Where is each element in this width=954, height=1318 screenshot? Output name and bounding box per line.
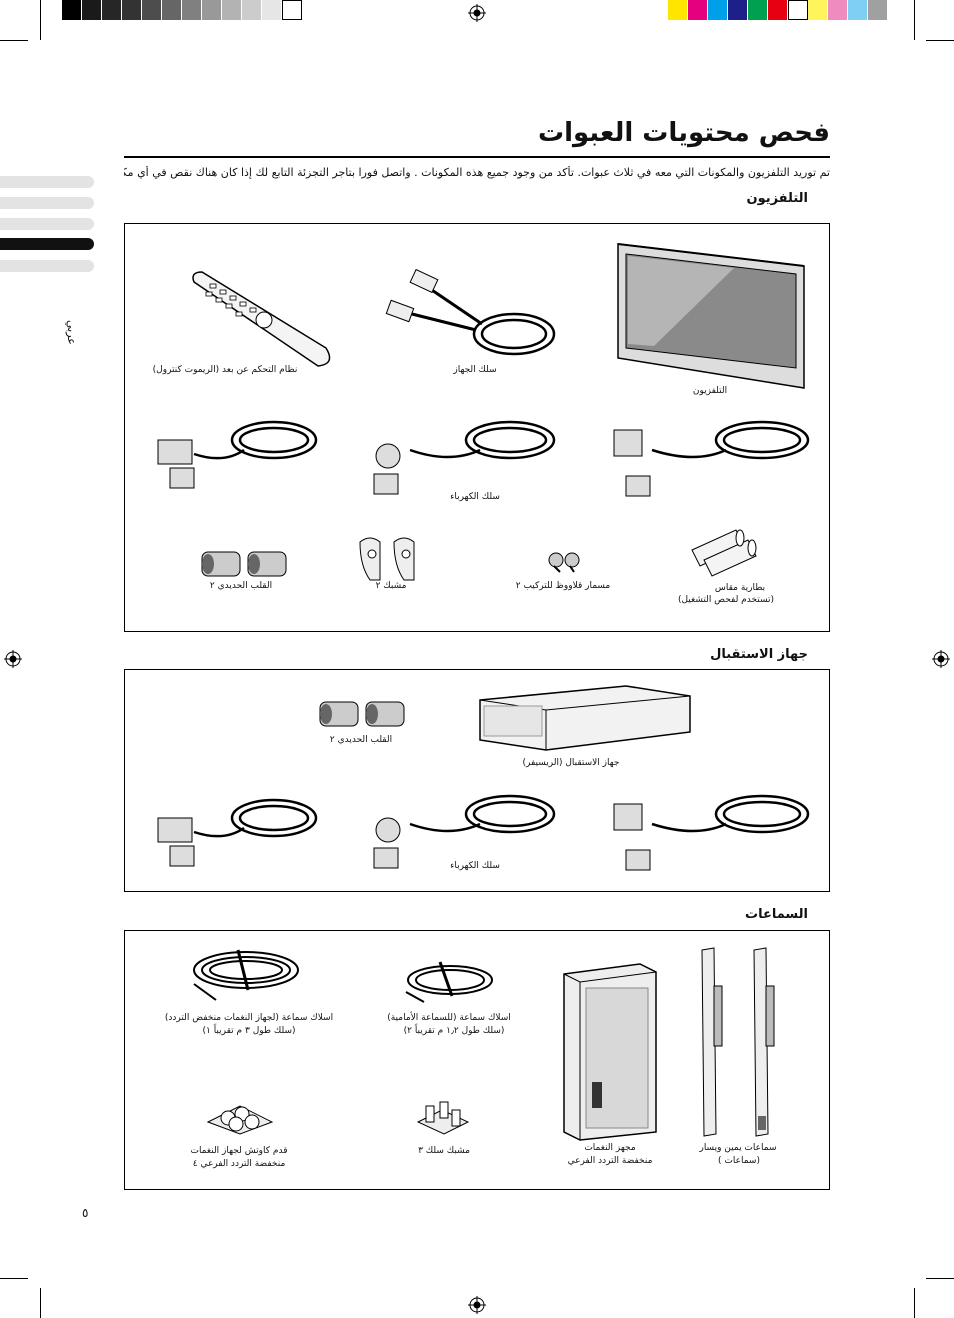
screws-image	[548, 552, 580, 573]
caption-ferrite-core: القلب الحديدي ٢	[329, 735, 393, 745]
color-swatch	[202, 0, 222, 20]
remote-control-image	[192, 271, 331, 367]
registration-mark-icon	[932, 650, 950, 668]
crop-mark	[914, 0, 915, 40]
color-swatch	[728, 0, 748, 20]
caption-power-cord: سلك الكهرباء	[450, 492, 500, 502]
color-swatch	[768, 0, 788, 20]
subwoofer-image	[563, 963, 657, 1141]
caption-lr-speakers: سماعات يمين ويسار	[699, 1143, 777, 1153]
color-swatch	[102, 0, 122, 20]
caption-wire-clamp: مشبك سلك ٣	[418, 1146, 470, 1156]
wire-clamp-image	[416, 1101, 470, 1135]
power-cord-image	[613, 420, 810, 497]
caption-ferrite-core: القلب الحديدي ٢	[209, 581, 273, 591]
section-heading-speakers: السماعات	[745, 907, 808, 922]
crop-mark	[0, 1278, 28, 1279]
crop-mark	[40, 1288, 41, 1318]
clamp-image	[359, 537, 415, 581]
crop-mark	[40, 0, 41, 40]
receiver-contents-box	[124, 669, 830, 892]
section-heading-receiver: جهاز الاستقبال	[710, 647, 808, 662]
caption-subwoofer-wire-length: (سلك طول ٣ م تقريباً ١)	[202, 1026, 296, 1036]
color-swatch	[62, 0, 82, 20]
crop-mark	[914, 1288, 915, 1318]
speaker-wire-image	[405, 961, 493, 1003]
registration-mark-icon	[468, 1296, 486, 1314]
caption-rubber-feet-count: منخفضة التردد الفرعي ٤	[192, 1159, 286, 1169]
receiver-image	[479, 685, 691, 751]
page-number: ٥	[82, 1206, 89, 1220]
side-tab-active	[0, 238, 94, 250]
intro-text: تم توريد التلفزيون والمكونات التي معه في…	[124, 166, 830, 179]
caption-subwoofer-wire: اسلاك سماعة (لجهاز النغمات منخفض التردد)	[164, 1013, 334, 1023]
color-swatch	[282, 0, 302, 20]
ferrite-core-image	[201, 551, 287, 577]
speakers-contents-box	[124, 930, 830, 1190]
side-tab	[0, 218, 94, 230]
caption-screws: مسمار قلاووظ للتركيب ٢	[515, 581, 611, 591]
caption-battery-note: (تستخدم لفحص التشغيل)	[677, 595, 775, 605]
caption-clamp: مشبك ٢	[375, 581, 407, 591]
title-divider	[124, 156, 830, 158]
color-swatch	[262, 0, 282, 20]
caption-remote-control: نظام التحكم عن بعد (الريموت كنترول)	[152, 365, 298, 375]
section-heading-tv: التلفزيون	[746, 191, 808, 206]
color-swatch	[182, 0, 202, 20]
color-swatch	[668, 0, 688, 20]
caption-front-wire: اسلاك سماعة (للسماعة الأمامية)	[387, 1013, 511, 1023]
rubber-feet-image	[206, 1105, 274, 1135]
device-cable-image	[385, 268, 556, 356]
caption-device-cable: سلك الجهاز	[453, 365, 497, 375]
power-cord-image	[157, 798, 318, 867]
power-cord-image	[613, 794, 810, 871]
color-swatch	[828, 0, 848, 20]
color-registration-bar	[668, 0, 888, 20]
side-tab	[0, 197, 94, 209]
color-swatch	[748, 0, 768, 20]
caption-tv: التلفزيون	[692, 386, 728, 396]
color-swatch	[142, 0, 162, 20]
color-swatch	[868, 0, 888, 20]
side-tab	[0, 260, 94, 272]
caption-receiver: جهاز الاستقبال (الريسيفر)	[522, 758, 620, 768]
power-cord-image	[157, 420, 318, 489]
color-swatch	[222, 0, 242, 20]
caption-front-wire-length: (سلك طول ١٫٢ م تقريباً ٢)	[403, 1026, 505, 1036]
ferrite-core-image	[319, 701, 405, 727]
crop-mark	[0, 40, 28, 41]
gray-registration-bar	[62, 0, 302, 20]
caption-rubber-feet: قدم كاوتش لجهاز النغمات	[190, 1146, 288, 1156]
side-tab	[0, 176, 94, 188]
color-swatch	[708, 0, 728, 20]
color-swatch	[808, 0, 828, 20]
left-right-speakers-image	[701, 947, 775, 1137]
tv-contents-box	[124, 223, 830, 632]
page-title: فحص محتويات العبوات	[537, 118, 830, 148]
color-swatch	[788, 0, 808, 20]
registration-mark-icon	[4, 650, 22, 668]
color-swatch	[688, 0, 708, 20]
caption-lr-speakers-note: (سماعات )	[718, 1156, 760, 1166]
caption-battery: بطارية مقاس	[714, 583, 766, 593]
crop-mark	[926, 40, 954, 41]
color-swatch	[242, 0, 262, 20]
batteries-image	[691, 529, 757, 577]
side-language-label: عربي	[65, 320, 78, 345]
speaker-wire-image	[193, 949, 299, 1001]
plasma-tv-image	[617, 243, 805, 389]
color-swatch	[82, 0, 102, 20]
caption-subwoofer-type: منخفضة التردد الفرعي	[567, 1156, 653, 1166]
crop-mark	[926, 1278, 954, 1279]
color-swatch	[848, 0, 868, 20]
power-cord-image	[373, 420, 556, 495]
caption-subwoofer: مجهز النغمات	[584, 1143, 636, 1153]
color-swatch	[122, 0, 142, 20]
caption-power-cord: سلك الكهرباء	[450, 861, 500, 871]
power-cord-image	[373, 794, 556, 869]
color-swatch	[162, 0, 182, 20]
registration-mark-icon	[468, 4, 486, 22]
